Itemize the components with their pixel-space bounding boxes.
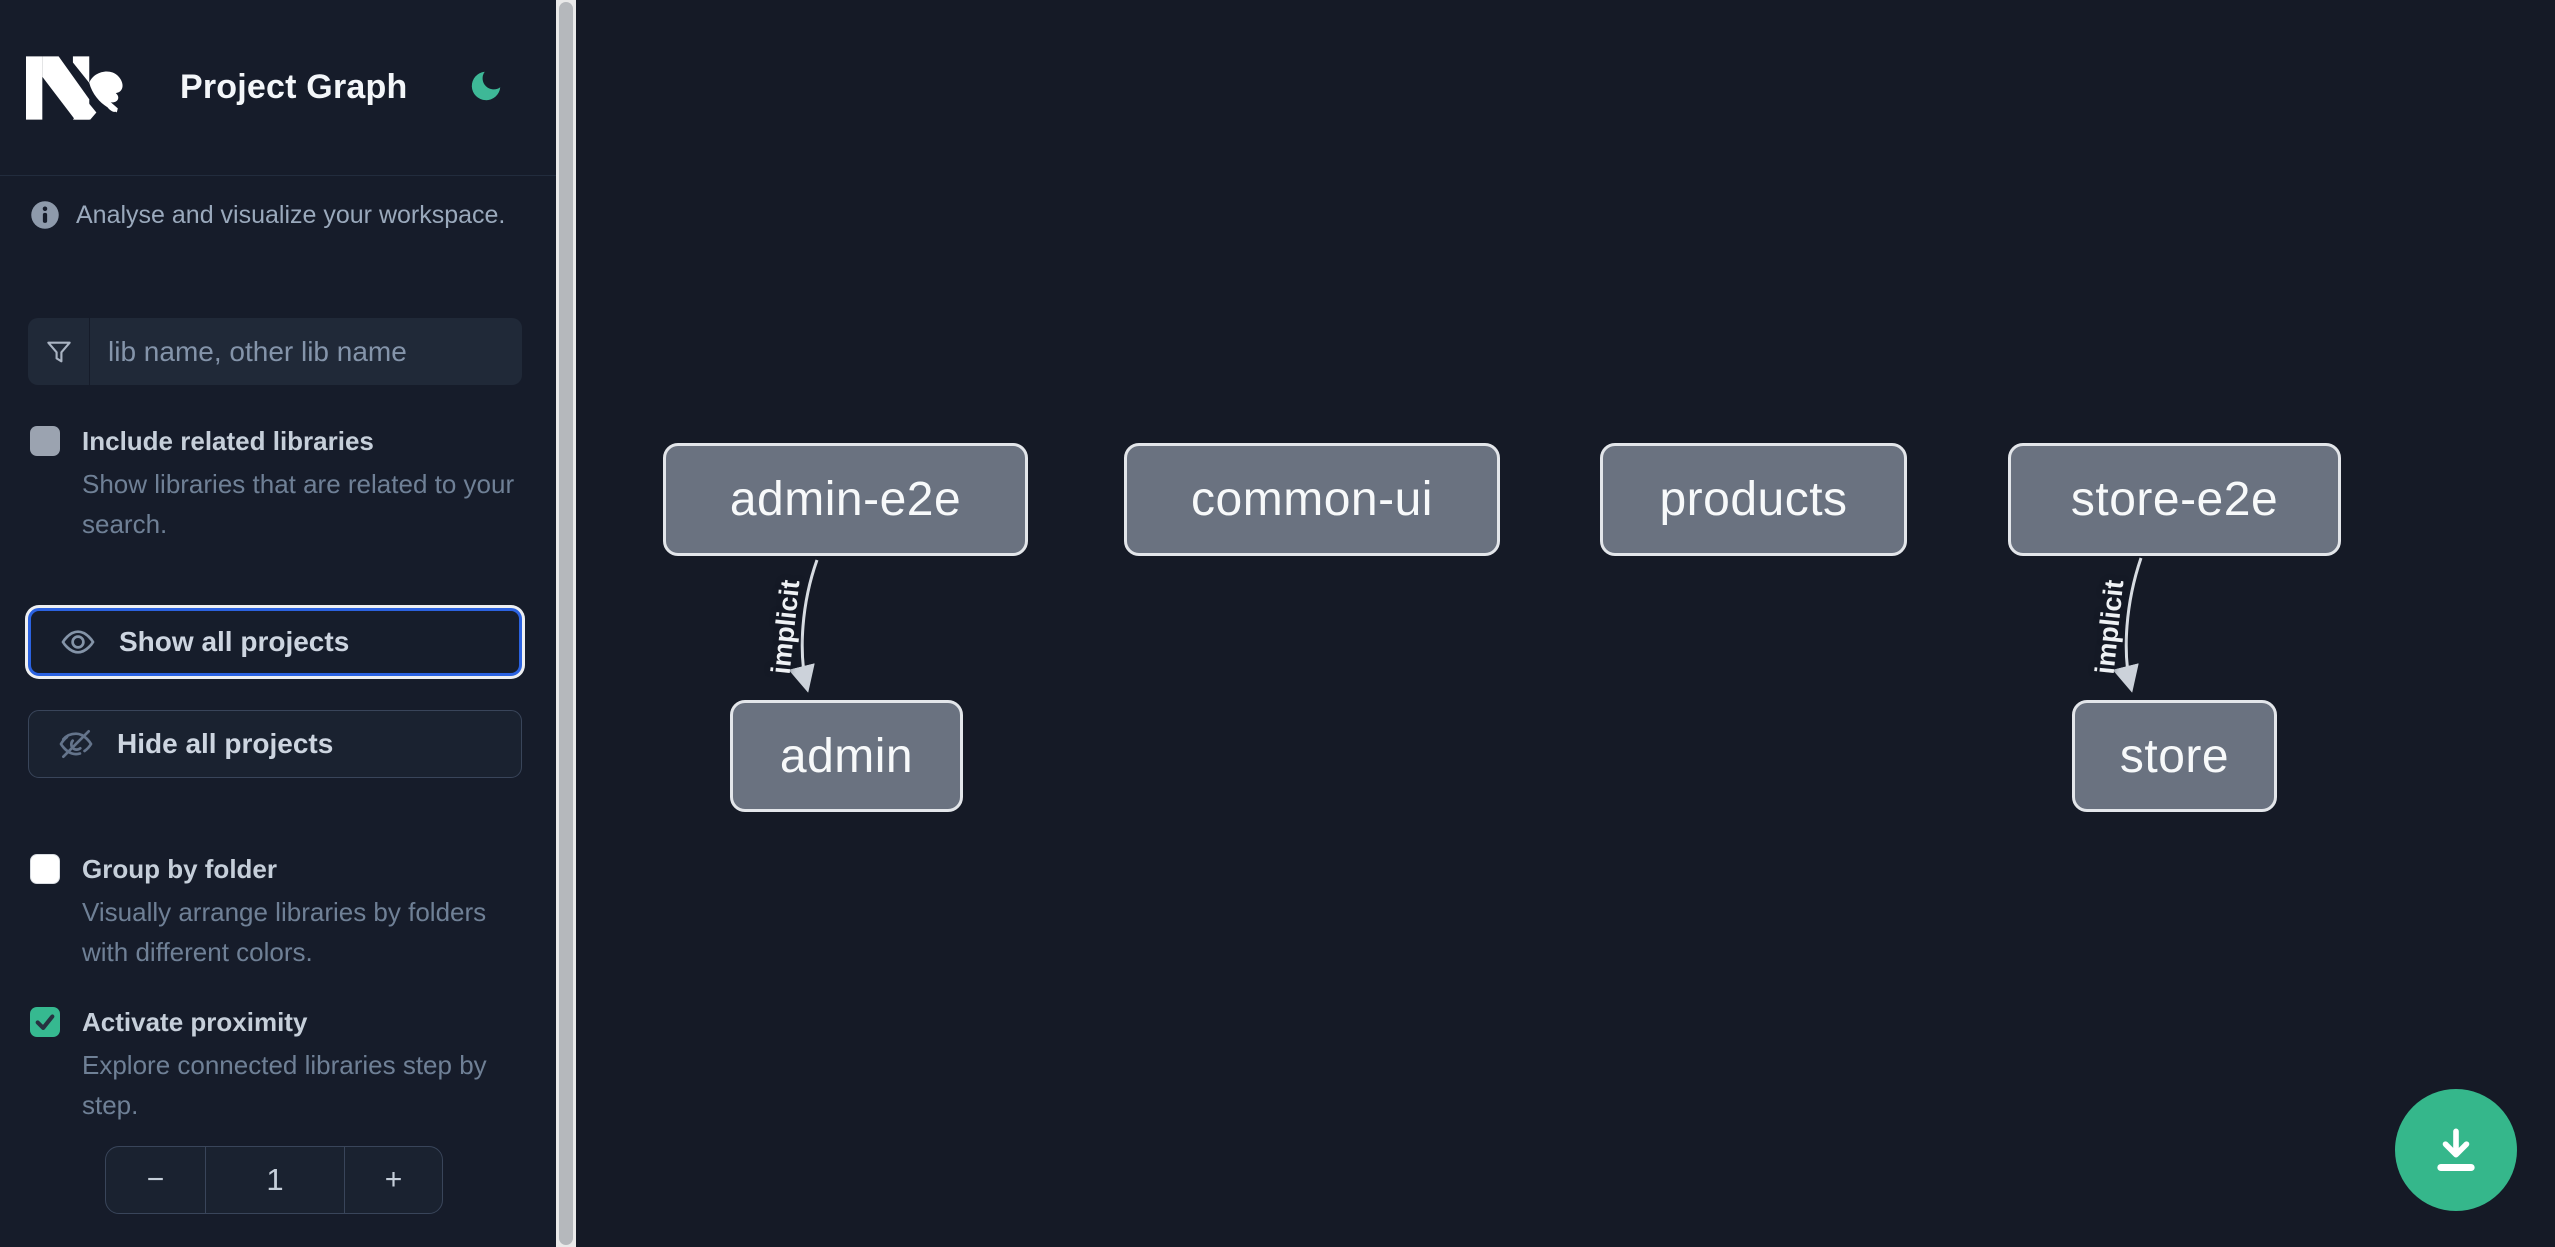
graph-node-products[interactable]: products [1600,443,1907,556]
scrollbar-thumb[interactable] [559,2,573,1245]
graph-node-admin-e2e[interactable]: admin-e2e [663,443,1028,556]
filter-funnel-icon [46,341,71,362]
toggle-label: Include related libraries [82,426,374,456]
proximity-depth-stepper: − 1 + [105,1146,443,1214]
toggle-include-related-libraries[interactable]: Include related libraries Show libraries… [30,424,526,544]
hide-all-projects-button[interactable]: Hide all projects [28,710,522,778]
download-graph-button[interactable] [2395,1089,2517,1211]
show-all-projects-label: Show all projects [119,626,350,657]
edge-admin-e2e-to-admin [788,559,819,693]
show-all-projects-button[interactable]: Show all projects [28,608,522,676]
graph-edges [788,557,2143,693]
moon-icon [471,71,501,101]
toggle-description: Show libraries that are related to your … [82,469,515,539]
checkbox-group-by-folder[interactable] [30,854,60,884]
hide-all-projects-label: Hide all projects [117,728,334,759]
info-icon [31,201,59,229]
graph-node-store[interactable]: store [2072,700,2277,812]
checkbox-include-related-libraries[interactable] [30,426,60,456]
graph-node-store-e2e[interactable]: store-e2e [2008,443,2341,556]
checkmark-icon [35,1014,55,1031]
eye-off-icon [59,729,93,759]
graph-node-common-ui[interactable]: common-ui [1124,443,1500,556]
sidebar-header: Project Graph [0,0,556,176]
sidebar: Project Graph Analyse and visualize your… [0,0,556,1247]
toggle-description: Visually arrange libraries by folders wi… [82,897,487,967]
theme-toggle-button[interactable] [464,66,508,110]
nx-logo-icon [26,55,123,120]
toggle-description: Explore connected libraries step by step… [82,1050,487,1120]
stepper-decrement-button[interactable]: − [106,1147,206,1213]
edge-store-e2e-to-store [2112,557,2143,693]
search-box [28,318,522,385]
toggle-label: Activate proximity [82,1007,308,1037]
filter-icon-cell [28,318,90,385]
stepper-increment-button[interactable]: + [384,1163,403,1196]
toggle-activate-proximity[interactable]: Activate proximity Explore connected lib… [30,1005,526,1125]
sidebar-scrollbar[interactable] [556,0,576,1247]
download-icon [2437,1128,2475,1171]
graph-node-admin[interactable]: admin [730,700,963,812]
eye-icon [61,630,95,654]
page-title: Project Graph [180,68,408,106]
workspace-info-row: Analyse and visualize your workspace. [30,200,530,230]
stepper-value: 1 [206,1147,345,1213]
search-input[interactable] [90,318,522,385]
checkbox-activate-proximity[interactable] [30,1007,60,1037]
project-graph-canvas[interactable]: implicit implicit admin-e2e common-ui pr… [576,0,2555,1247]
toggle-label: Group by folder [82,854,277,884]
tagline-text: Analyse and visualize your workspace. [76,200,506,229]
toggle-group-by-folder[interactable]: Group by folder Visually arrange librari… [30,852,526,972]
